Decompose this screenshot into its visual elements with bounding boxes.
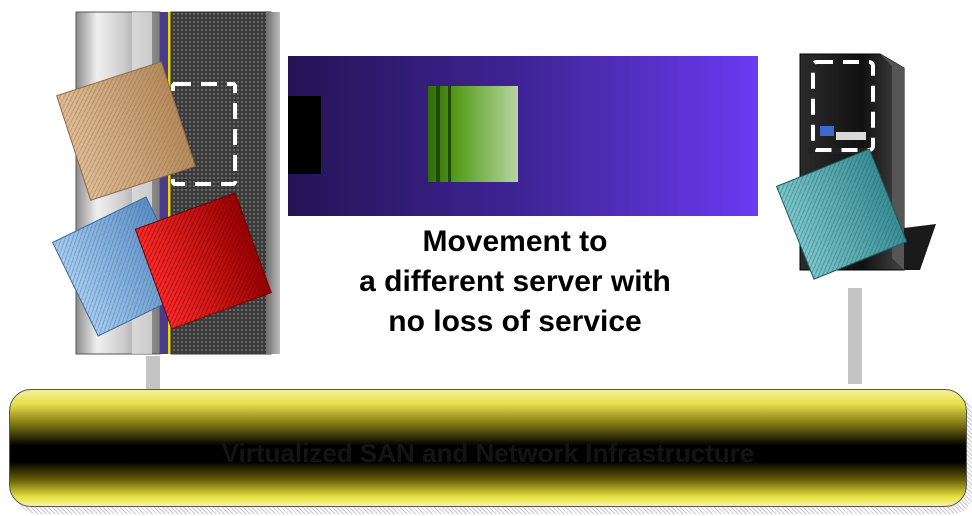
infrastructure-bar: Virtualized SAN and Network Infrastructu… bbox=[9, 389, 967, 507]
partition-red bbox=[128, 180, 278, 340]
partition-teal bbox=[770, 140, 920, 290]
caption-line-3: no loss of service bbox=[300, 302, 730, 342]
infrastructure-label: Virtualized SAN and Network Infrastructu… bbox=[10, 438, 966, 469]
migration-band bbox=[288, 56, 758, 216]
caption-line-2: a different server with bbox=[300, 262, 730, 302]
caption-line-1: Movement to bbox=[300, 222, 730, 262]
movement-caption: Movement to a different server with no l… bbox=[300, 222, 730, 342]
right-connector bbox=[848, 288, 862, 384]
left-connector bbox=[146, 356, 160, 392]
